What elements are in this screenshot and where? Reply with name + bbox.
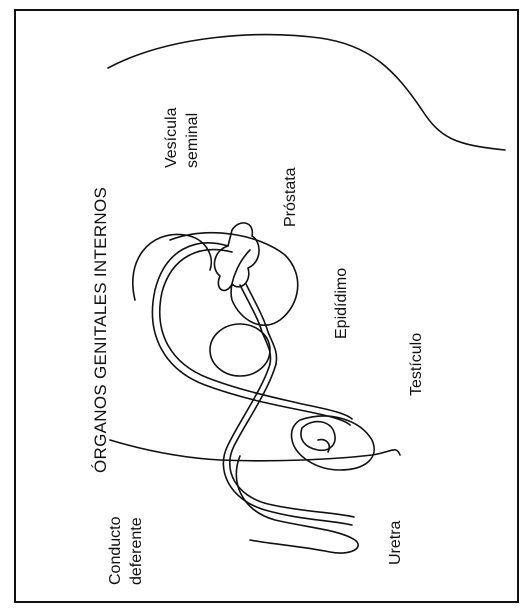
label-vesicula-line1: Vesícula	[163, 108, 181, 168]
vas-deferens-a	[152, 243, 350, 425]
label-conducto-deferente-line2: deferente	[128, 517, 146, 585]
label-vesicula-line2: seminal	[184, 113, 202, 168]
label-conducto-deferente-line1: Conducto	[107, 517, 125, 586]
label-epididimo: Epidídimo	[333, 268, 351, 339]
label-prostata: Próstata	[282, 167, 300, 227]
diagram-title: ÓRGANOS GENITALES INTERNOS	[92, 187, 111, 473]
prostate-shape	[210, 324, 270, 376]
body-contour-lower	[110, 440, 400, 461]
bladder-outline-2	[133, 234, 211, 300]
label-testiculo: Testículo	[408, 333, 426, 396]
label-uretra: Uretra	[387, 521, 405, 565]
